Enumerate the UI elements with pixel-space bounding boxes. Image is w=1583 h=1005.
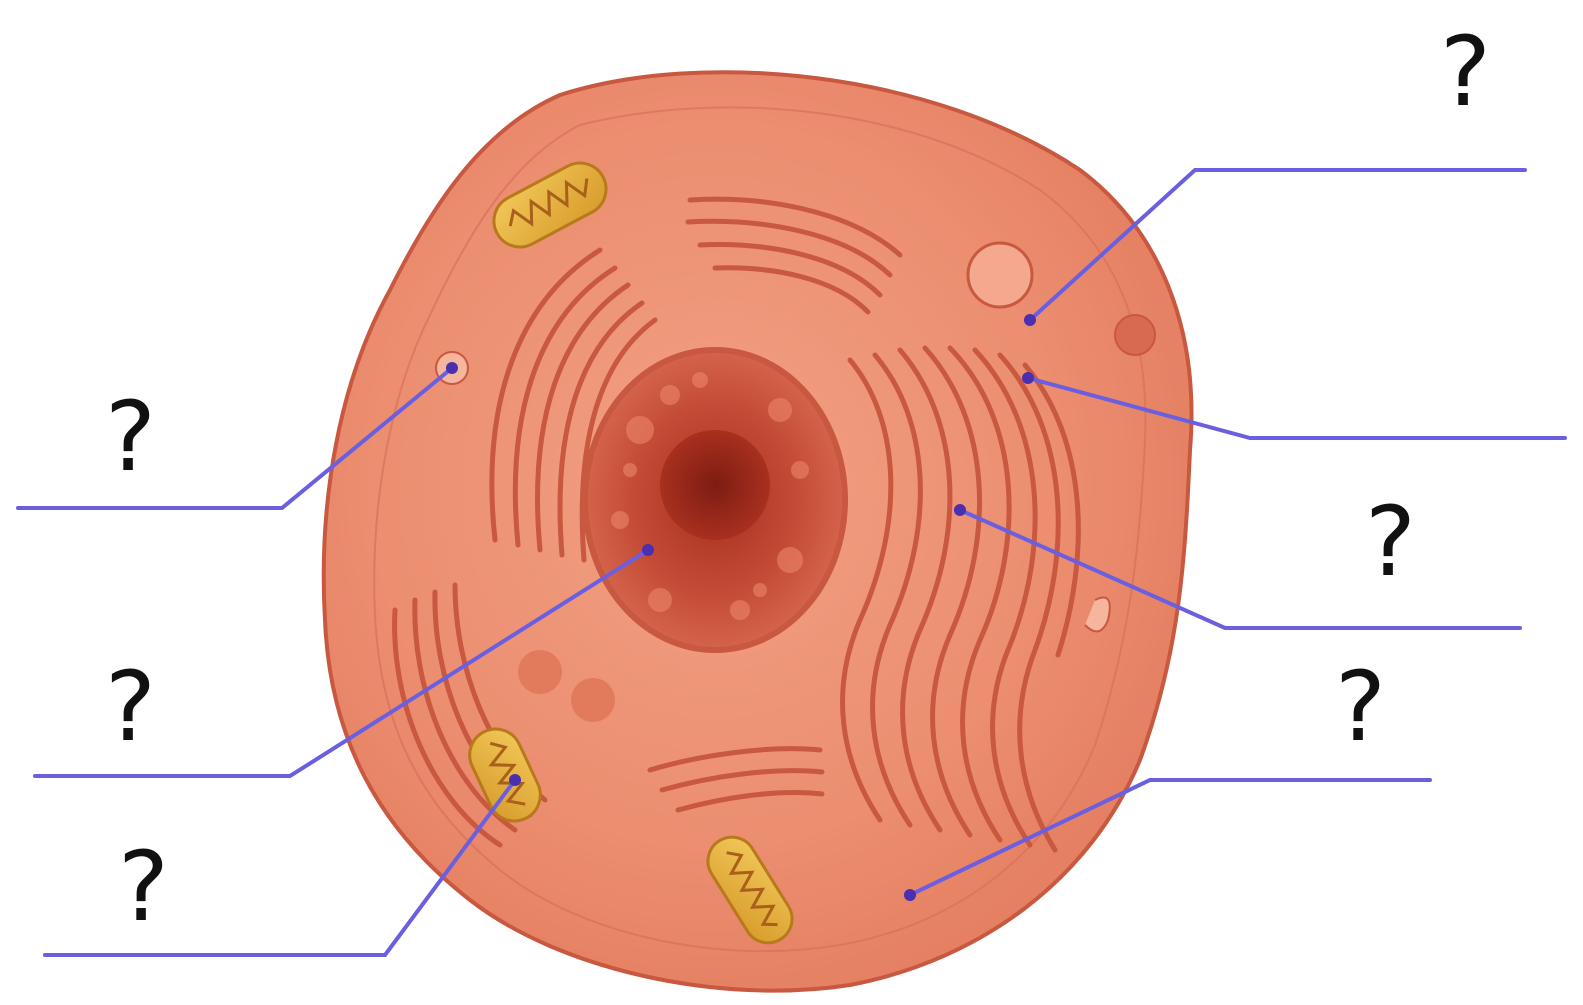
leader-dot — [1024, 314, 1036, 326]
label-left-upper: ? — [105, 381, 156, 493]
vesicle — [571, 678, 615, 722]
label-right-lower: ? — [1335, 651, 1386, 763]
vesicle — [518, 650, 562, 694]
label-left-lower: ? — [118, 831, 169, 943]
leader-dot — [904, 889, 916, 901]
leader-dot — [954, 504, 966, 516]
nucleus — [585, 350, 845, 650]
leader-dot — [446, 362, 458, 374]
leader-dot — [1022, 372, 1034, 384]
label-right-middle: ? — [1365, 486, 1416, 598]
leader-dot — [509, 774, 521, 786]
vesicle — [968, 243, 1032, 307]
nucleolus — [660, 430, 770, 540]
vesicle — [1115, 315, 1155, 355]
label-top-right: ? — [1440, 16, 1491, 128]
label-left-middle: ? — [105, 651, 156, 763]
leader-dot — [642, 544, 654, 556]
